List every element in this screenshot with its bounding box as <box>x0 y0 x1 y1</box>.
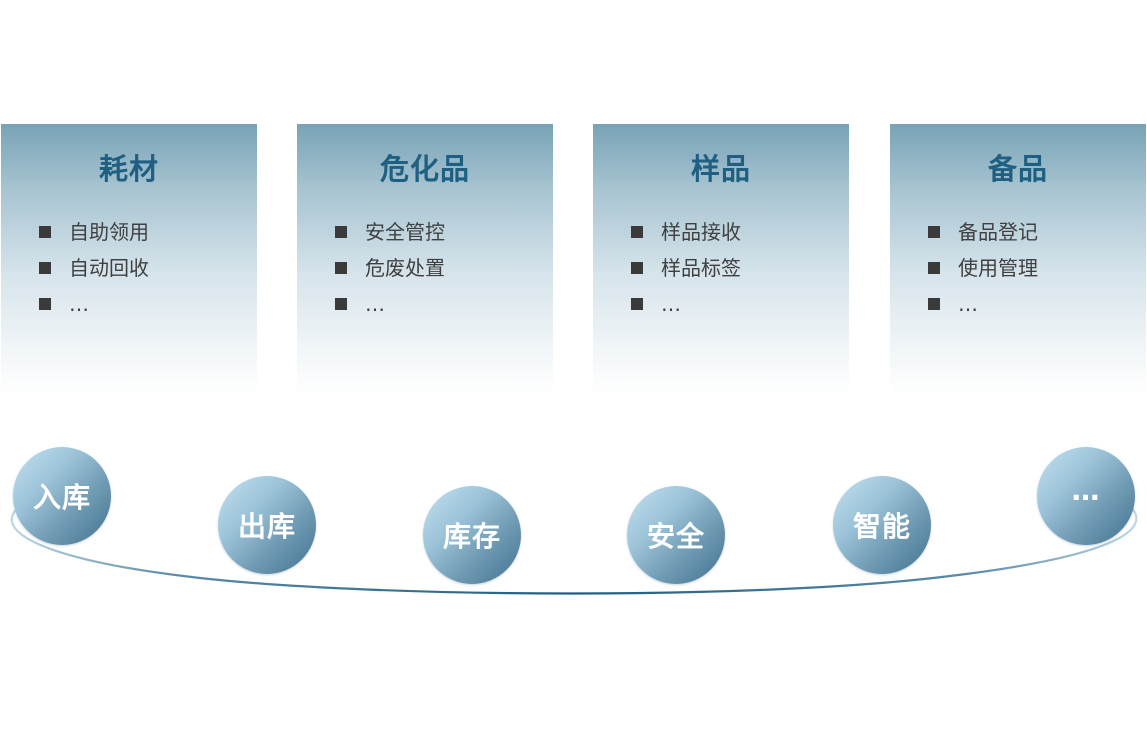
square-bullet-icon <box>39 262 51 274</box>
list-item: 危废处置 <box>335 256 445 292</box>
list-item: 样品接收 <box>631 220 741 256</box>
card-title: 样品 <box>690 152 751 186</box>
step-label: 入库 <box>32 481 91 514</box>
card-title: 危化品 <box>379 152 470 186</box>
list-item: … <box>335 292 445 328</box>
square-bullet-icon <box>335 262 347 274</box>
list-item: 自助领用 <box>39 220 149 256</box>
card-title: 备品 <box>987 152 1048 186</box>
category-card-consumables: 耗材 自助领用 自动回收 … <box>1 124 257 396</box>
step-circle-inventory: 库存 <box>423 486 521 584</box>
square-bullet-icon <box>335 226 347 238</box>
card-title: 耗材 <box>98 152 159 186</box>
list-item: 安全管控 <box>335 220 445 256</box>
step-label: 库存 <box>442 520 501 553</box>
square-bullet-icon <box>928 262 940 274</box>
step-circle-more: … <box>1037 447 1135 545</box>
square-bullet-icon <box>631 226 643 238</box>
step-label: 出库 <box>237 510 296 543</box>
square-bullet-icon <box>335 298 347 310</box>
category-card-samples: 样品 样品接收 样品标签 … <box>593 124 849 396</box>
square-bullet-icon <box>631 298 643 310</box>
square-bullet-icon <box>39 298 51 310</box>
card-feature-list: 安全管控 危废处置 … <box>335 220 445 328</box>
card-feature-list: 自助领用 自动回收 … <box>39 220 149 328</box>
ellipsis-icon: … <box>1071 473 1101 507</box>
card-feature-list: 样品接收 样品标签 … <box>631 220 741 328</box>
step-label: 智能 <box>852 510 911 543</box>
square-bullet-icon <box>39 226 51 238</box>
step-circle-safety: 安全 <box>627 486 725 584</box>
category-card-hazardous-chemicals: 危化品 安全管控 危废处置 … <box>297 124 553 396</box>
step-label: 安全 <box>646 520 705 553</box>
list-item: 自动回收 <box>39 256 149 292</box>
square-bullet-icon <box>928 226 940 238</box>
list-item: 样品标签 <box>631 256 741 292</box>
process-arc <box>10 503 1138 595</box>
category-card-spare-parts: 备品 备品登记 使用管理 … <box>890 124 1146 396</box>
square-bullet-icon <box>631 262 643 274</box>
card-feature-list: 备品登记 使用管理 … <box>928 220 1038 328</box>
list-item: 备品登记 <box>928 220 1038 256</box>
list-item: … <box>631 292 741 328</box>
step-circle-inbound: 入库 <box>13 447 111 545</box>
step-circle-outbound: 出库 <box>218 476 316 574</box>
step-circle-smart: 智能 <box>833 476 931 574</box>
list-item: … <box>928 292 1038 328</box>
list-item: … <box>39 292 149 328</box>
list-item: 使用管理 <box>928 256 1038 292</box>
square-bullet-icon <box>928 298 940 310</box>
